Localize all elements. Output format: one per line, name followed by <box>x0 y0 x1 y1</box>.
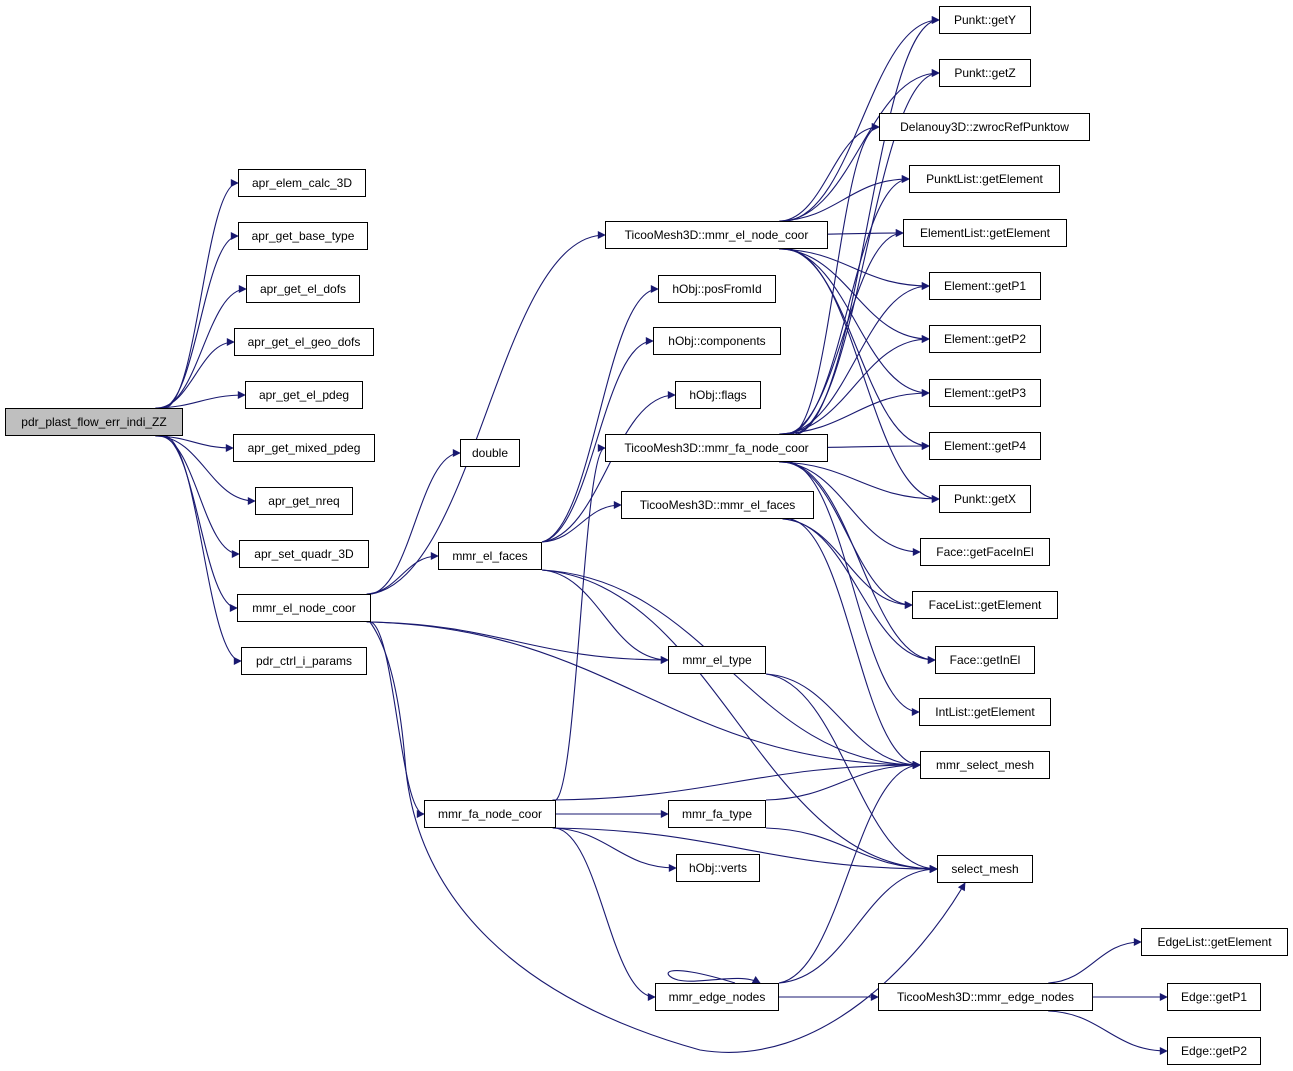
function-node-pdr-ctrl-i-params[interactable]: pdr_ctrl_i_params <box>241 647 367 675</box>
function-node-punkt-getz[interactable]: Punkt::getZ <box>939 59 1031 87</box>
edge-mmr-el-faces-to-mmr-el-type <box>541 569 669 664</box>
function-node-hobj-posfromid[interactable]: hObj::posFromId <box>658 275 776 303</box>
function-node-hobj-components[interactable]: hObj::components <box>653 327 781 355</box>
edge-mmr-edge-nodes-to-mmr-edge-nodes <box>667 970 761 984</box>
function-node-mmr-select-mesh[interactable]: mmr_select_mesh <box>920 751 1050 779</box>
function-node-t-mmr-edge-nodes[interactable]: TicooMesh3D::mmr_edge_nodes <box>878 983 1093 1011</box>
edge-root-to-mmr-el-node-coor <box>163 435 238 612</box>
function-node-punkt-getx[interactable]: Punkt::getX <box>939 485 1031 513</box>
function-node-elementlist-getelement[interactable]: ElementList::getElement <box>903 219 1067 247</box>
edge-t-mmr-fa-node-coor-to-element-getp1 <box>784 282 930 435</box>
edge-t-mmr-el-node-coor-to-punkt-gety <box>787 16 940 222</box>
edge-mmr-el-node-coor-to-t-mmr-el-node-coor <box>370 231 606 595</box>
function-node-t-mmr-el-node-coor[interactable]: TicooMesh3D::mmr_el_node_coor <box>605 221 828 249</box>
function-node-edgelist-getelement[interactable]: EdgeList::getElement <box>1141 928 1288 956</box>
function-node-element-getp4[interactable]: Element::getP4 <box>929 432 1041 460</box>
edge-root-to-apr-get-el-geo-dofs <box>157 338 235 409</box>
function-node-mmr-fa-node-coor[interactable]: mmr_fa_node_coor <box>424 800 556 828</box>
function-node-mmr-edge-nodes[interactable]: mmr_edge_nodes <box>655 983 779 1011</box>
edge-t-mmr-el-faces-to-face-getinel <box>785 518 936 664</box>
edge-mmr-fa-node-coor-to-mmr-edge-nodes <box>555 827 656 1001</box>
edge-mmr-fa-type-to-select-mesh <box>765 827 938 873</box>
function-node-double[interactable]: double <box>460 439 520 467</box>
edge-t-mmr-fa-node-coor-to-face-getinel <box>787 461 936 664</box>
edge-mmr-el-faces-to-hobj-posfromid <box>541 285 659 543</box>
edge-t-mmr-fa-node-coor-to-punkt-getz <box>795 69 940 435</box>
function-node-element-getp3[interactable]: Element::getP3 <box>929 379 1041 407</box>
function-node-apr-elem-calc-3d[interactable]: apr_elem_calc_3D <box>238 169 366 197</box>
function-node-facelist-getelement[interactable]: FaceList::getElement <box>912 591 1058 619</box>
function-node-mmr-el-type[interactable]: mmr_el_type <box>668 646 766 674</box>
edge-t-mmr-fa-node-coor-to-element-getp2 <box>781 335 930 435</box>
edge-mmr-el-node-coor-to-mmr-select-mesh <box>370 621 921 769</box>
function-node-mmr-el-faces[interactable]: mmr_el_faces <box>438 542 542 570</box>
edge-mmr-el-node-coor-to-mmr-el-faces <box>366 552 439 595</box>
edge-mmr-edge-nodes-to-select-mesh <box>778 865 938 984</box>
function-node-punkt-gety[interactable]: Punkt::getY <box>939 6 1031 34</box>
function-node-element-getp2[interactable]: Element::getP2 <box>929 325 1041 353</box>
edge-mmr-el-faces-to-select-mesh <box>541 569 938 873</box>
function-node-face-getinel[interactable]: Face::getInEl <box>935 646 1035 674</box>
function-node-punktlist-getelement[interactable]: PunktList::getElement <box>909 165 1060 193</box>
edge-mmr-el-node-coor-to-mmr-fa-node-coor <box>370 621 425 818</box>
edge-mmr-el-faces-to-hobj-components <box>541 337 654 543</box>
function-node-element-getp1[interactable]: Element::getP1 <box>929 272 1041 300</box>
function-node-hobj-verts[interactable]: hObj::verts <box>676 854 760 882</box>
edge-mmr-el-faces-to-hobj-flags <box>541 391 676 543</box>
edge-t-mmr-el-node-coor-to-punkt-getx <box>789 248 940 503</box>
function-node-apr-set-quadr-3d[interactable]: apr_set_quadr_3D <box>239 540 369 568</box>
edge-t-mmr-fa-node-coor-to-elementlist-getelement <box>787 229 904 435</box>
function-node-t-mmr-el-faces[interactable]: TicooMesh3D::mmr_el_faces <box>621 491 814 519</box>
edge-mmr-el-type-to-mmr-select-mesh <box>765 673 921 769</box>
edge-mmr-fa-type-to-mmr-select-mesh <box>765 761 921 801</box>
function-node-edge-getp1[interactable]: Edge::getP1 <box>1167 983 1261 1011</box>
edge-t-mmr-el-node-coor-to-punkt-getz <box>784 69 940 222</box>
function-node-select-mesh[interactable]: select_mesh <box>937 855 1033 883</box>
edge-mmr-el-faces-to-t-mmr-el-faces <box>541 501 622 543</box>
function-node-hobj-flags[interactable]: hObj::flags <box>675 381 761 409</box>
edge-t-mmr-edge-nodes-to-edge-getp2 <box>1048 1010 1168 1055</box>
function-node-face-getfaceinel[interactable]: Face::getFaceInEl <box>920 538 1050 566</box>
function-node-intlist-getelement[interactable]: IntList::getElement <box>919 698 1051 726</box>
edge-t-mmr-fa-node-coor-to-intlist-getelement <box>789 461 920 716</box>
edge-root-to-apr-get-el-pdeg <box>155 391 246 409</box>
function-node-apr-get-base-type[interactable]: apr_get_base_type <box>238 222 368 250</box>
edge-t-mmr-fa-node-coor-to-punkt-getx <box>779 461 940 503</box>
edge-t-mmr-fa-node-coor-to-face-getfaceinel <box>781 461 921 556</box>
edge-t-mmr-el-node-coor-to-delanouy3d-zwrocrefpunktow <box>781 123 880 222</box>
edge-mmr-fa-node-coor-to-mmr-select-mesh <box>552 761 921 801</box>
edge-mmr-edge-nodes-to-mmr-select-mesh <box>778 761 921 984</box>
edge-mmr-fa-node-coor-to-t-mmr-fa-node-coor <box>555 444 606 801</box>
function-node-apr-get-el-dofs[interactable]: apr_get_el_dofs <box>246 275 360 303</box>
function-node-apr-get-el-geo-dofs[interactable]: apr_get_el_geo_dofs <box>234 328 374 356</box>
edge-t-mmr-edge-nodes-to-edgelist-getelement <box>1048 938 1142 984</box>
edge-root-to-apr-get-base-type <box>163 232 239 409</box>
function-node-edge-getp2[interactable]: Edge::getP2 <box>1167 1037 1261 1065</box>
edge-t-mmr-el-node-coor-to-element-getp4 <box>786 248 930 450</box>
edge-mmr-el-type-to-select-mesh <box>765 673 938 873</box>
edge-t-mmr-el-node-coor-to-element-getp1 <box>779 248 930 290</box>
function-node-mmr-fa-type[interactable]: mmr_fa_type <box>668 800 766 828</box>
edge-mmr-fa-node-coor-to-select-mesh <box>552 827 938 873</box>
edge-t-mmr-fa-node-coor-to-element-getp3 <box>779 389 930 435</box>
function-node-apr-get-mixed-pdeg[interactable]: apr_get_mixed_pdeg <box>233 434 375 462</box>
edge-t-mmr-el-node-coor-to-punktlist-getelement <box>779 175 910 222</box>
function-node-mmr-el-node-coor[interactable]: mmr_el_node_coor <box>237 594 371 622</box>
function-node-apr-get-el-pdeg[interactable]: apr_get_el_pdeg <box>245 381 363 409</box>
edge-t-mmr-el-faces-to-mmr-select-mesh <box>790 518 921 769</box>
function-node-t-mmr-fa-node-coor[interactable]: TicooMesh3D::mmr_fa_node_coor <box>605 434 828 462</box>
edge-t-mmr-fa-node-coor-to-delanouy3d-zwrocrefpunktow <box>792 123 880 435</box>
edge-mmr-fa-node-coor-to-hobj-verts <box>552 827 677 872</box>
edge-root-to-pdr-ctrl-i-params <box>165 435 242 665</box>
function-node-apr-get-nreq[interactable]: apr_get_nreq <box>255 487 353 515</box>
root-function-node: pdr_plast_flow_err_indi_ZZ <box>5 408 183 436</box>
function-node-delanouy3d-zwrocrefpunktow[interactable]: Delanouy3D::zwrocRefPunktow <box>879 113 1090 141</box>
edge-mmr-el-node-coor-to-double <box>370 449 461 595</box>
